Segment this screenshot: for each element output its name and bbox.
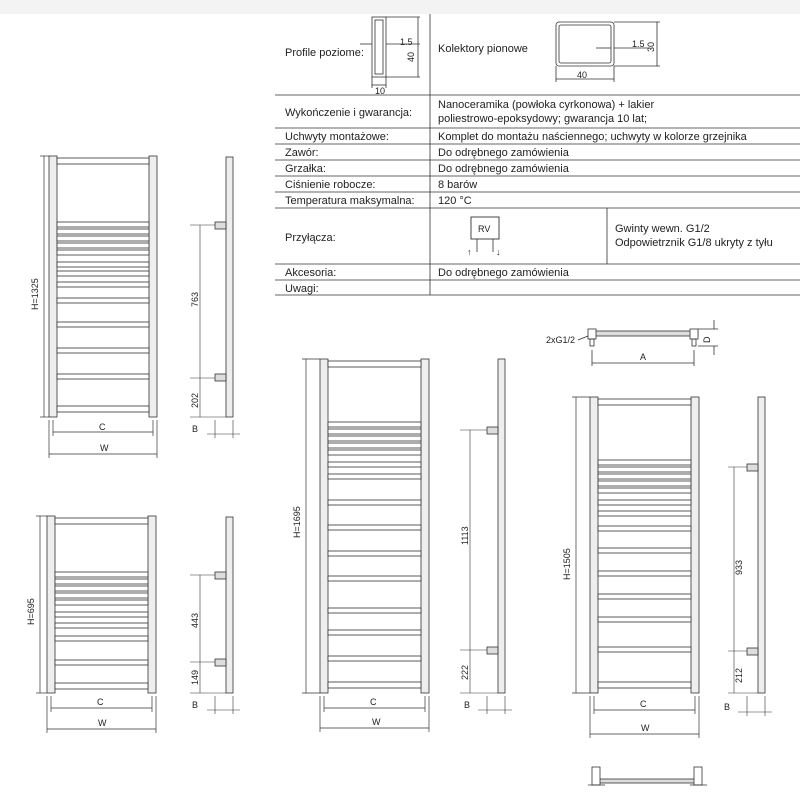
valve-value: Do odrębnego zamówienia xyxy=(438,147,570,159)
radiator-2-front xyxy=(46,515,157,694)
profile-vertical-dim-b: 30 xyxy=(646,42,656,52)
radiator-4-front xyxy=(589,396,700,694)
thread-note: Gwinty wewn. G1/2 xyxy=(615,223,710,235)
radiator-2-lower-spacing: 149 xyxy=(190,670,200,685)
radiator-1-c: C xyxy=(99,422,106,432)
radiator-3-c: C xyxy=(370,697,377,707)
radiator-2-upper-spacing: 443 xyxy=(190,613,200,628)
profile-horizontal-icon xyxy=(360,16,420,88)
vent-note: Odpowietrznik G1/8 ukryty z tyłu xyxy=(615,237,773,249)
radiator-1-upper-spacing: 763 xyxy=(190,292,200,307)
heater-value: Do odrębnego zamówienia xyxy=(438,163,570,175)
connection-outlet-arrow: ↓ xyxy=(496,247,501,257)
mounting-value: Komplet do montażu naściennego; uchwyty … xyxy=(438,131,748,143)
rv-badge: RV xyxy=(478,224,490,234)
radiator-3-b: B xyxy=(464,700,470,710)
radiator-1-side xyxy=(190,156,240,438)
radiator-3-side xyxy=(460,358,512,714)
radiator-1-b: B xyxy=(192,424,198,434)
connector-thread-label: 2xG1/2 xyxy=(546,335,575,345)
radiator-2-dimensions xyxy=(36,515,157,733)
accessories-value: Do odrębnego zamówienia xyxy=(438,267,570,279)
radiator-3-front xyxy=(319,358,430,694)
connector-dim-d: D xyxy=(702,336,712,343)
temperature-label: Temperatura maksymalna: xyxy=(285,195,415,207)
radiator-4-upper-spacing: 933 xyxy=(734,560,744,575)
radiator-2-side xyxy=(190,516,240,714)
radiator-1-height: H=1325 xyxy=(30,278,40,310)
radiator-2-height: H=695 xyxy=(26,598,36,625)
heater-label: Grzałka: xyxy=(285,163,326,175)
connector-dim-a: A xyxy=(640,352,646,362)
radiator-2-w: W xyxy=(98,718,107,728)
profile-vertical-dim-a: 1.5 xyxy=(632,39,645,49)
bottom-connector-view xyxy=(588,766,707,786)
radiator-1-w: W xyxy=(100,443,109,453)
radiator-3-upper-spacing: 1113 xyxy=(460,526,470,545)
mounting-label: Uchwyty montażowe: xyxy=(285,131,389,143)
profile-vertical-icon xyxy=(555,21,660,82)
radiator-1-dimensions xyxy=(40,155,158,458)
connections-label: Przyłącza: xyxy=(285,232,336,244)
connection-inlet-arrow: ↑ xyxy=(467,247,472,257)
connector-detail xyxy=(577,320,718,366)
radiator-4-side xyxy=(728,396,772,716)
finish-label: Wykończenie i gwarancja: xyxy=(285,107,412,119)
profile-vertical-label: Kolektory pionowe xyxy=(438,43,528,55)
radiator-3-dimensions xyxy=(302,358,430,732)
radiator-4-lower-spacing: 212 xyxy=(734,668,744,683)
valve-label: Zawór: xyxy=(285,147,319,159)
radiator-3-height: H=1695 xyxy=(292,506,302,538)
radiator-4-dimensions xyxy=(572,396,700,738)
radiator-2-b: B xyxy=(192,700,198,710)
radiator-4-c: C xyxy=(640,699,647,709)
radiator-3-lower-spacing: 222 xyxy=(460,665,470,680)
accessories-label: Akcesoria: xyxy=(285,267,336,279)
radiator-3-w: W xyxy=(372,717,381,727)
profile-horizontal-dim-b: 40 xyxy=(406,52,416,62)
finish-value: Nanoceramika (powłoka cyrkonowa) + lakie… xyxy=(438,99,654,111)
pressure-value: 8 barów xyxy=(438,179,477,191)
profile-horizontal-dim-a: 1.5 xyxy=(400,37,413,47)
notes-label: Uwagi: xyxy=(285,283,319,295)
radiator-4-height: H=1505 xyxy=(562,548,572,580)
rv-badge-box xyxy=(470,216,500,240)
profile-vertical-dim-c: 40 xyxy=(577,70,587,80)
profile-horizontal-dim-c: 10 xyxy=(375,86,385,96)
profile-horizontal-label: Profile poziome: xyxy=(285,47,364,59)
radiator-1-front xyxy=(48,155,158,418)
finish-value-line2: poliestrowo-epoksydowy; gwarancja 10 lat… xyxy=(438,113,647,125)
radiator-4-b: B xyxy=(724,702,730,712)
pressure-label: Ciśnienie robocze: xyxy=(285,179,376,191)
radiator-2-c: C xyxy=(97,697,104,707)
spec-table xyxy=(275,14,800,296)
temperature-value: 120 °C xyxy=(438,195,472,207)
top-strip xyxy=(0,0,800,14)
radiator-4-w: W xyxy=(641,723,650,733)
radiator-1-lower-spacing: 202 xyxy=(190,393,200,408)
